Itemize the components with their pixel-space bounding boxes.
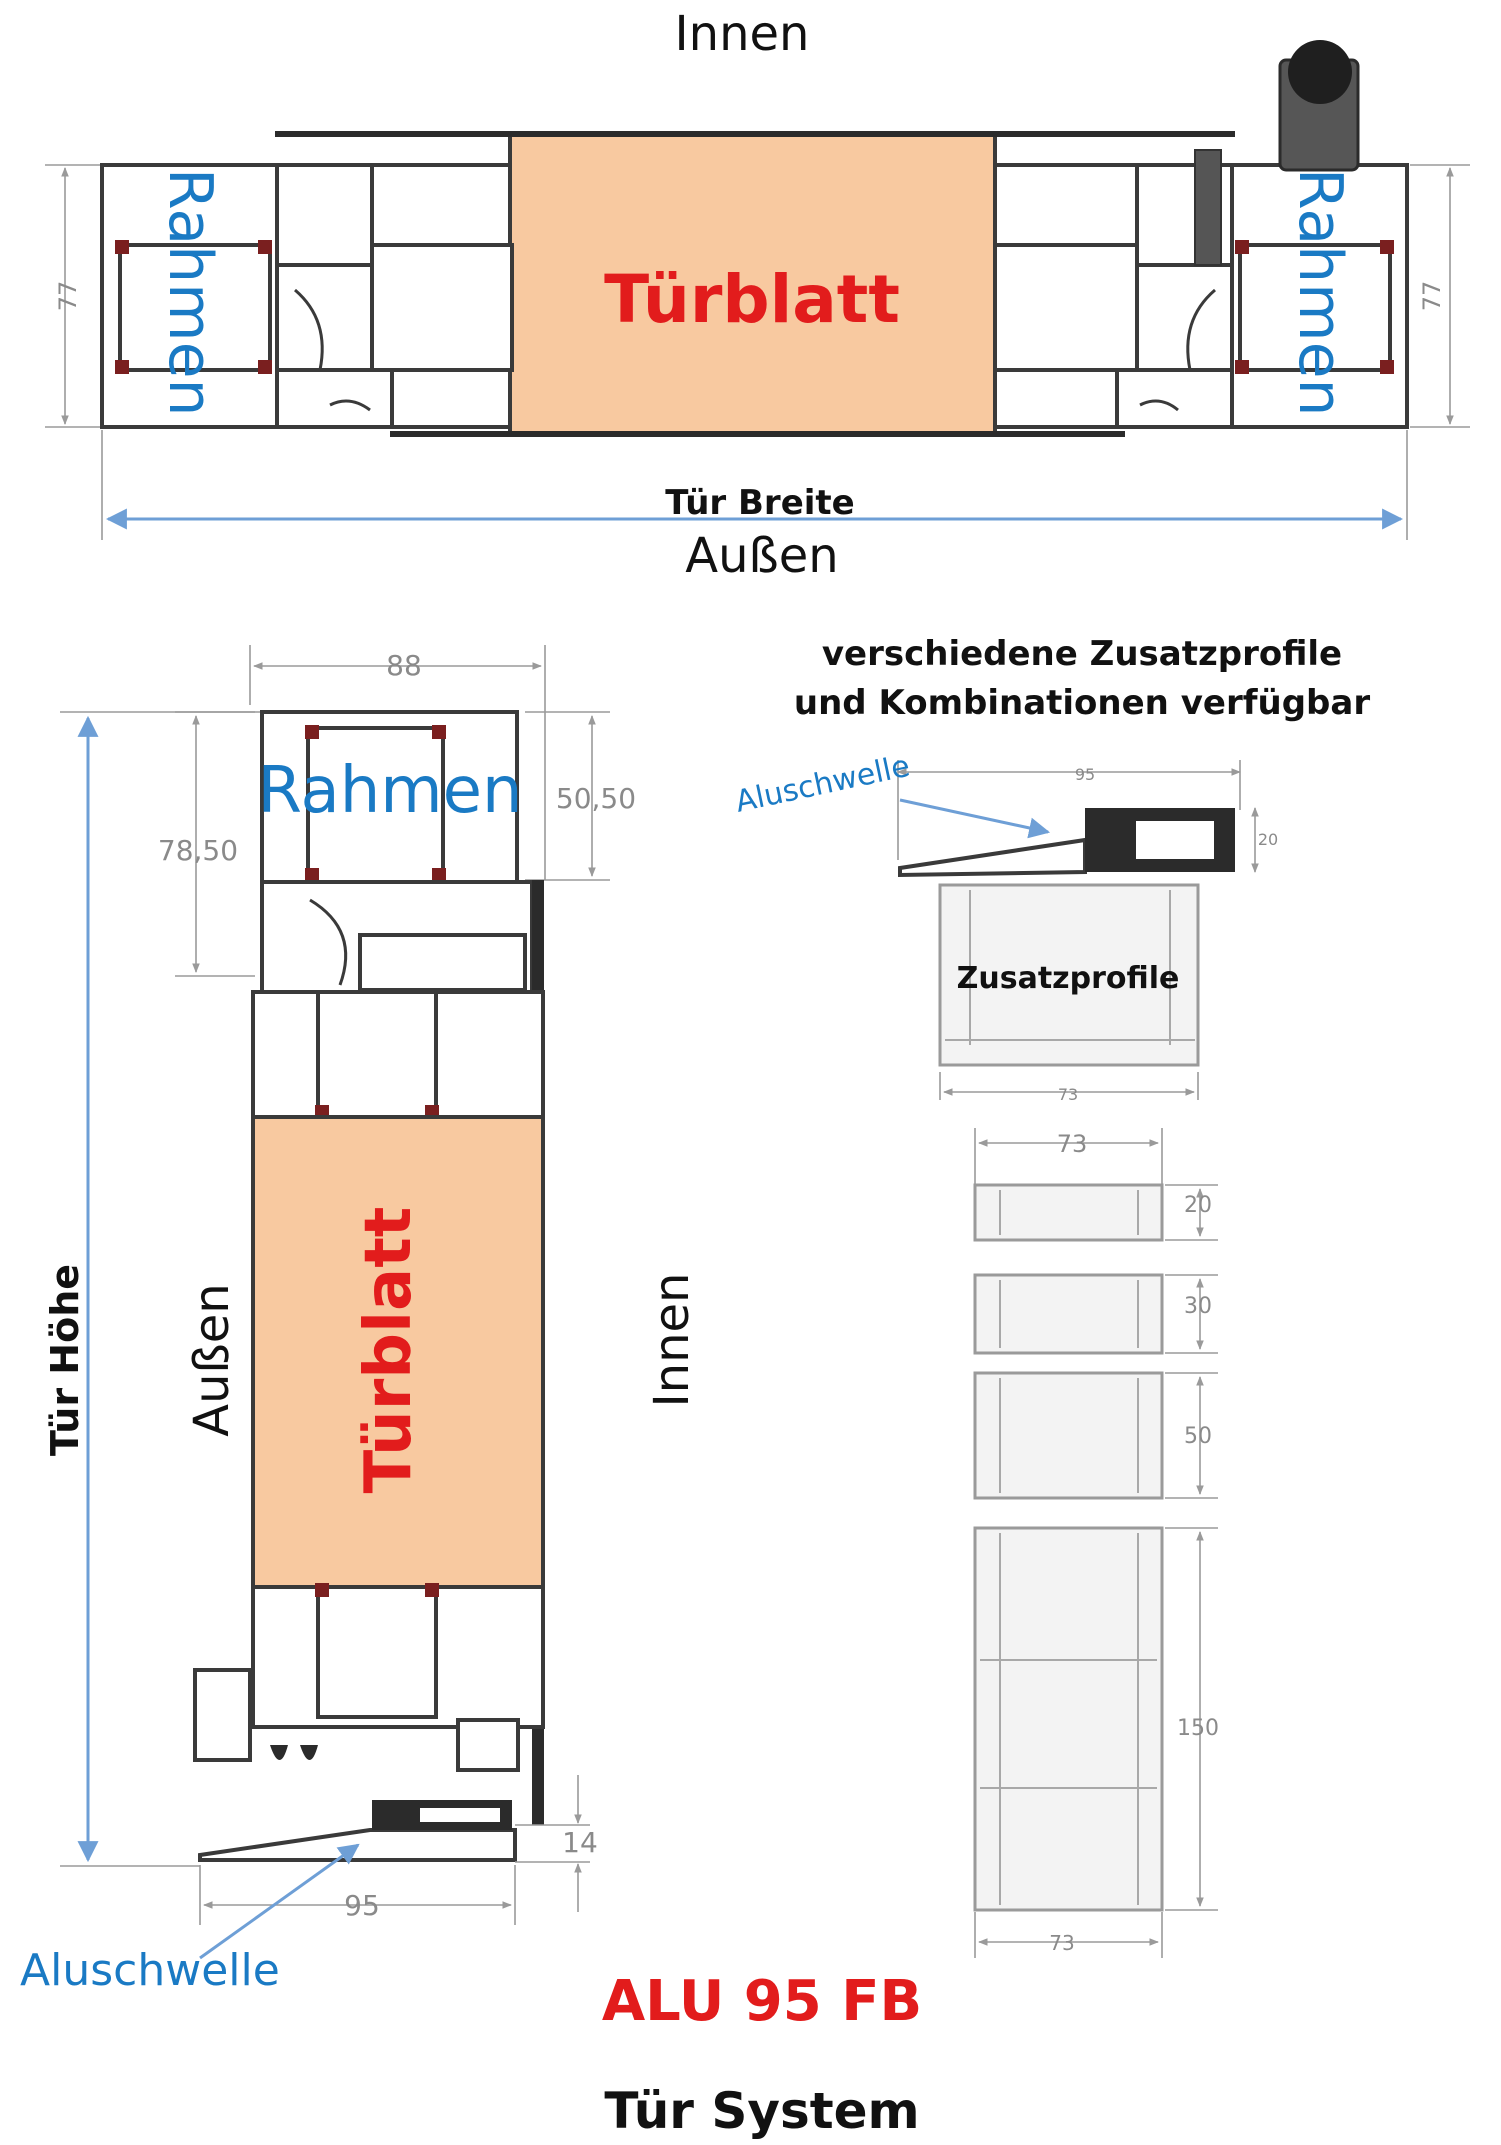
profiles-threshold-label: Aluschwelle bbox=[732, 749, 913, 820]
section-frame-label: Rahmen bbox=[257, 754, 522, 828]
profiles-threshold-arrow bbox=[899, 798, 1051, 839]
stack-profile-30 bbox=[973, 1273, 1164, 1355]
section-leaf-bottom-profile bbox=[193, 1583, 545, 1772]
stack-dim-20: 20 bbox=[1184, 1193, 1212, 1218]
top-door-leaf-label: Türblatt bbox=[604, 261, 900, 338]
top-right-frame-profile bbox=[993, 40, 1409, 429]
top-frame-left-label: Rahmen bbox=[155, 168, 225, 417]
section-outside-label: Außen bbox=[184, 1283, 240, 1436]
section-door-leaf-label: Türblatt bbox=[352, 1207, 426, 1494]
top-left-frame-profile bbox=[100, 163, 514, 429]
profiles-heading-line2: und Kombinationen verfügbar bbox=[794, 683, 1370, 723]
dim-95: 95 bbox=[344, 1889, 380, 1922]
profiles-threshold: 95 20 Aluschwelle bbox=[732, 749, 1278, 878]
stack-dim-top: 73 bbox=[1057, 1130, 1088, 1158]
profiles-main-profile: Zusatzprofile 73 bbox=[938, 883, 1200, 1104]
top-inside-label: Innen bbox=[675, 6, 810, 62]
stack-profile-20 bbox=[973, 1183, 1164, 1242]
section-threshold-label: Aluschwelle bbox=[20, 1945, 280, 1996]
stack-profile-150 bbox=[973, 1526, 1164, 1912]
top-width-label: Tür Breite bbox=[665, 483, 854, 523]
top-dim-left-value: 77 bbox=[54, 281, 82, 312]
section-threshold bbox=[198, 1800, 517, 1862]
profiles-heading-line1: verschiedene Zusatzprofile bbox=[822, 634, 1342, 674]
stack-dim-150: 150 bbox=[1177, 1716, 1219, 1741]
profiles-main-dim-73: 73 bbox=[1058, 1085, 1078, 1104]
top-dim-right-value: 77 bbox=[1418, 281, 1446, 312]
top-view: Innen bbox=[45, 6, 1470, 584]
system-title: Tür System bbox=[604, 2082, 919, 2140]
model-title: ALU 95 FB bbox=[602, 1969, 922, 2034]
section-door-leaf bbox=[251, 1115, 545, 1589]
top-frame-right-label: Rahmen bbox=[1285, 168, 1355, 417]
top-door-leaf bbox=[508, 133, 997, 437]
threshold-callout-arrow bbox=[199, 1843, 360, 1960]
top-dim-left: 77 bbox=[45, 164, 100, 428]
stack-dim-30: 30 bbox=[1184, 1294, 1212, 1319]
additional-profiles: verschiedene Zusatzprofile und Kombinati… bbox=[732, 634, 1370, 1958]
section-leaf-top-profile bbox=[251, 990, 545, 1119]
stack-dim-bottom: 73 bbox=[1049, 1931, 1074, 1955]
top-outside-label: Außen bbox=[685, 528, 838, 584]
dim-50-50: 50,50 bbox=[556, 782, 636, 815]
height-label: Tür Höhe bbox=[43, 1264, 87, 1456]
door-closer-cap bbox=[1288, 40, 1352, 104]
top-dim-right: 77 bbox=[1410, 164, 1470, 428]
profiles-main-label: Zusatzprofile bbox=[957, 961, 1180, 996]
profiles-dim-20: 20 bbox=[1258, 830, 1278, 849]
section-view: Tür Höhe 88 78,50 50,50 bbox=[20, 645, 700, 1996]
stack-profile-50 bbox=[973, 1371, 1164, 1500]
stack-dim-50: 50 bbox=[1184, 1424, 1212, 1449]
profiles-dim-95: 95 bbox=[1075, 765, 1095, 784]
dim-88: 88 bbox=[386, 649, 422, 682]
dim-78-50: 78,50 bbox=[158, 834, 238, 867]
dim-14: 14 bbox=[562, 1826, 598, 1859]
section-frame-profile bbox=[260, 710, 544, 1825]
section-inside-label: Innen bbox=[644, 1273, 700, 1408]
